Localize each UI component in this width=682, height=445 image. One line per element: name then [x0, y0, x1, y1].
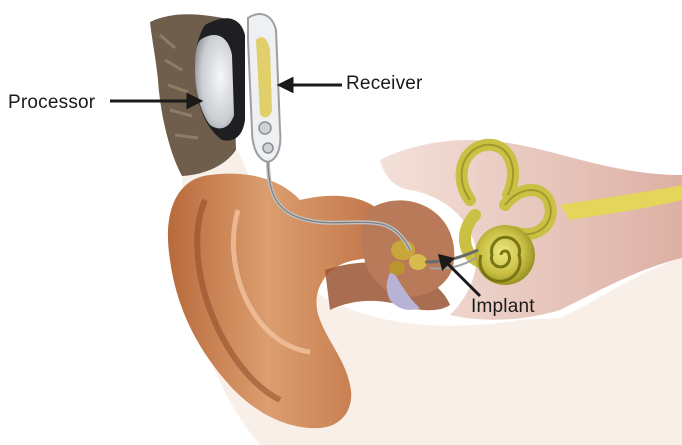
processor-label: Processor	[8, 92, 95, 114]
receiver-arrow	[280, 79, 342, 91]
cochlea-icon	[475, 225, 535, 285]
receiver-label: Receiver	[346, 73, 423, 95]
processor-arrow	[110, 95, 200, 107]
implant-label: Implant	[471, 296, 535, 318]
receiver-coil-icon	[248, 14, 280, 162]
